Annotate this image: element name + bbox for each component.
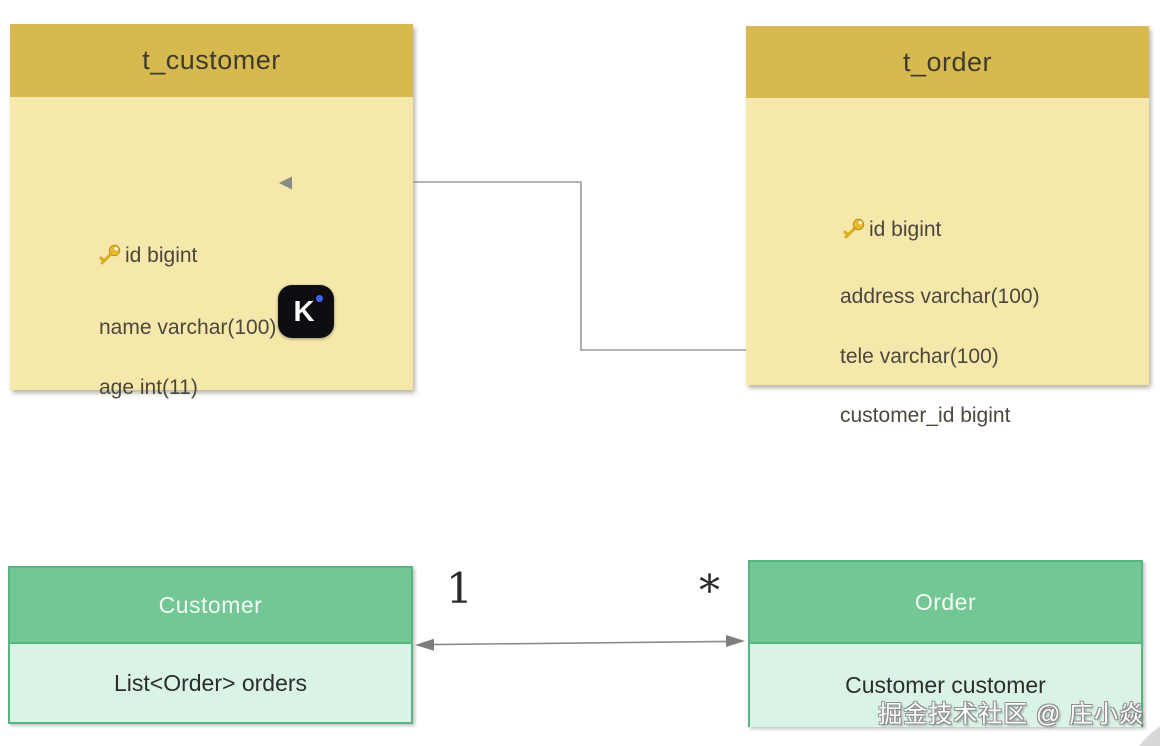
collaborator-badge: K — [278, 285, 334, 338]
table-header[interactable]: t_customer — [10, 24, 413, 97]
field-text: tele varchar(100) — [840, 345, 999, 368]
class-title: Order — [914, 588, 977, 615]
field-row-id[interactable]: id bigint — [842, 215, 941, 245]
table-header[interactable]: t_order — [746, 26, 1149, 98]
class-member-row[interactable]: List<Order> orders — [10, 642, 411, 722]
class-member-text: List<Order> orders — [113, 669, 308, 696]
table-body: id bigint name varchar(100) age int(11) — [10, 97, 413, 399]
primary-key-icon — [99, 244, 121, 265]
class-title: Customer — [158, 591, 263, 618]
uml-association-right-arrowhead-icon — [726, 635, 745, 647]
collaborator-badge-dot — [316, 295, 323, 302]
class-member-text: Customer customer — [845, 672, 1046, 698]
uml-association-left-arrowhead-icon — [415, 638, 434, 651]
field-text: id bigint — [125, 244, 198, 267]
uml-class-customer[interactable]: Customer List<Order> orders — [8, 566, 413, 724]
uml-association-line[interactable] — [430, 640, 730, 646]
field-row-tele[interactable]: tele varchar(100) — [840, 342, 999, 372]
primary-key-icon — [843, 218, 865, 239]
class-member-row[interactable]: Customer customer — [750, 642, 1141, 727]
field-text: customer_id bigint — [840, 404, 1011, 427]
class-header[interactable]: Customer — [10, 568, 411, 642]
cardinality-many-label: * — [699, 566, 720, 615]
erd-table-t-order[interactable]: t_order id bigint address varchar(100) t… — [746, 26, 1149, 427]
uml-class-order[interactable]: Order Customer customer — [748, 560, 1143, 727]
class-header[interactable]: Order — [750, 562, 1141, 642]
field-row-address[interactable]: address varchar(100) — [840, 282, 1040, 312]
table-title: t_customer — [142, 45, 281, 75]
erd-table-t-customer[interactable]: t_customer id bigint name varchar(100) a… — [10, 24, 413, 399]
cardinality-one-label: 1 — [446, 564, 473, 613]
table-title: t_order — [902, 46, 993, 77]
field-text: name varchar(100) — [99, 316, 277, 339]
table-body: id bigint address varchar(100) tele varc… — [746, 98, 1149, 427]
field-row-id[interactable]: id bigint — [98, 241, 197, 271]
field-row-customer-id[interactable]: customer_id bigint — [840, 401, 1010, 431]
watermark-text: 掘金技术社区 @ 庄小焱 — [878, 701, 1144, 728]
field-text: age int(11) — [99, 376, 198, 399]
field-row-name[interactable]: name varchar(100) — [99, 313, 276, 343]
field-text: address varchar(100) — [840, 285, 1040, 308]
erd-relationship-line[interactable] — [413, 181, 746, 351]
field-text: id bigint — [869, 218, 942, 241]
collaborator-badge-letter: K — [293, 296, 315, 328]
field-row-age[interactable]: age int(11) — [99, 373, 198, 403]
